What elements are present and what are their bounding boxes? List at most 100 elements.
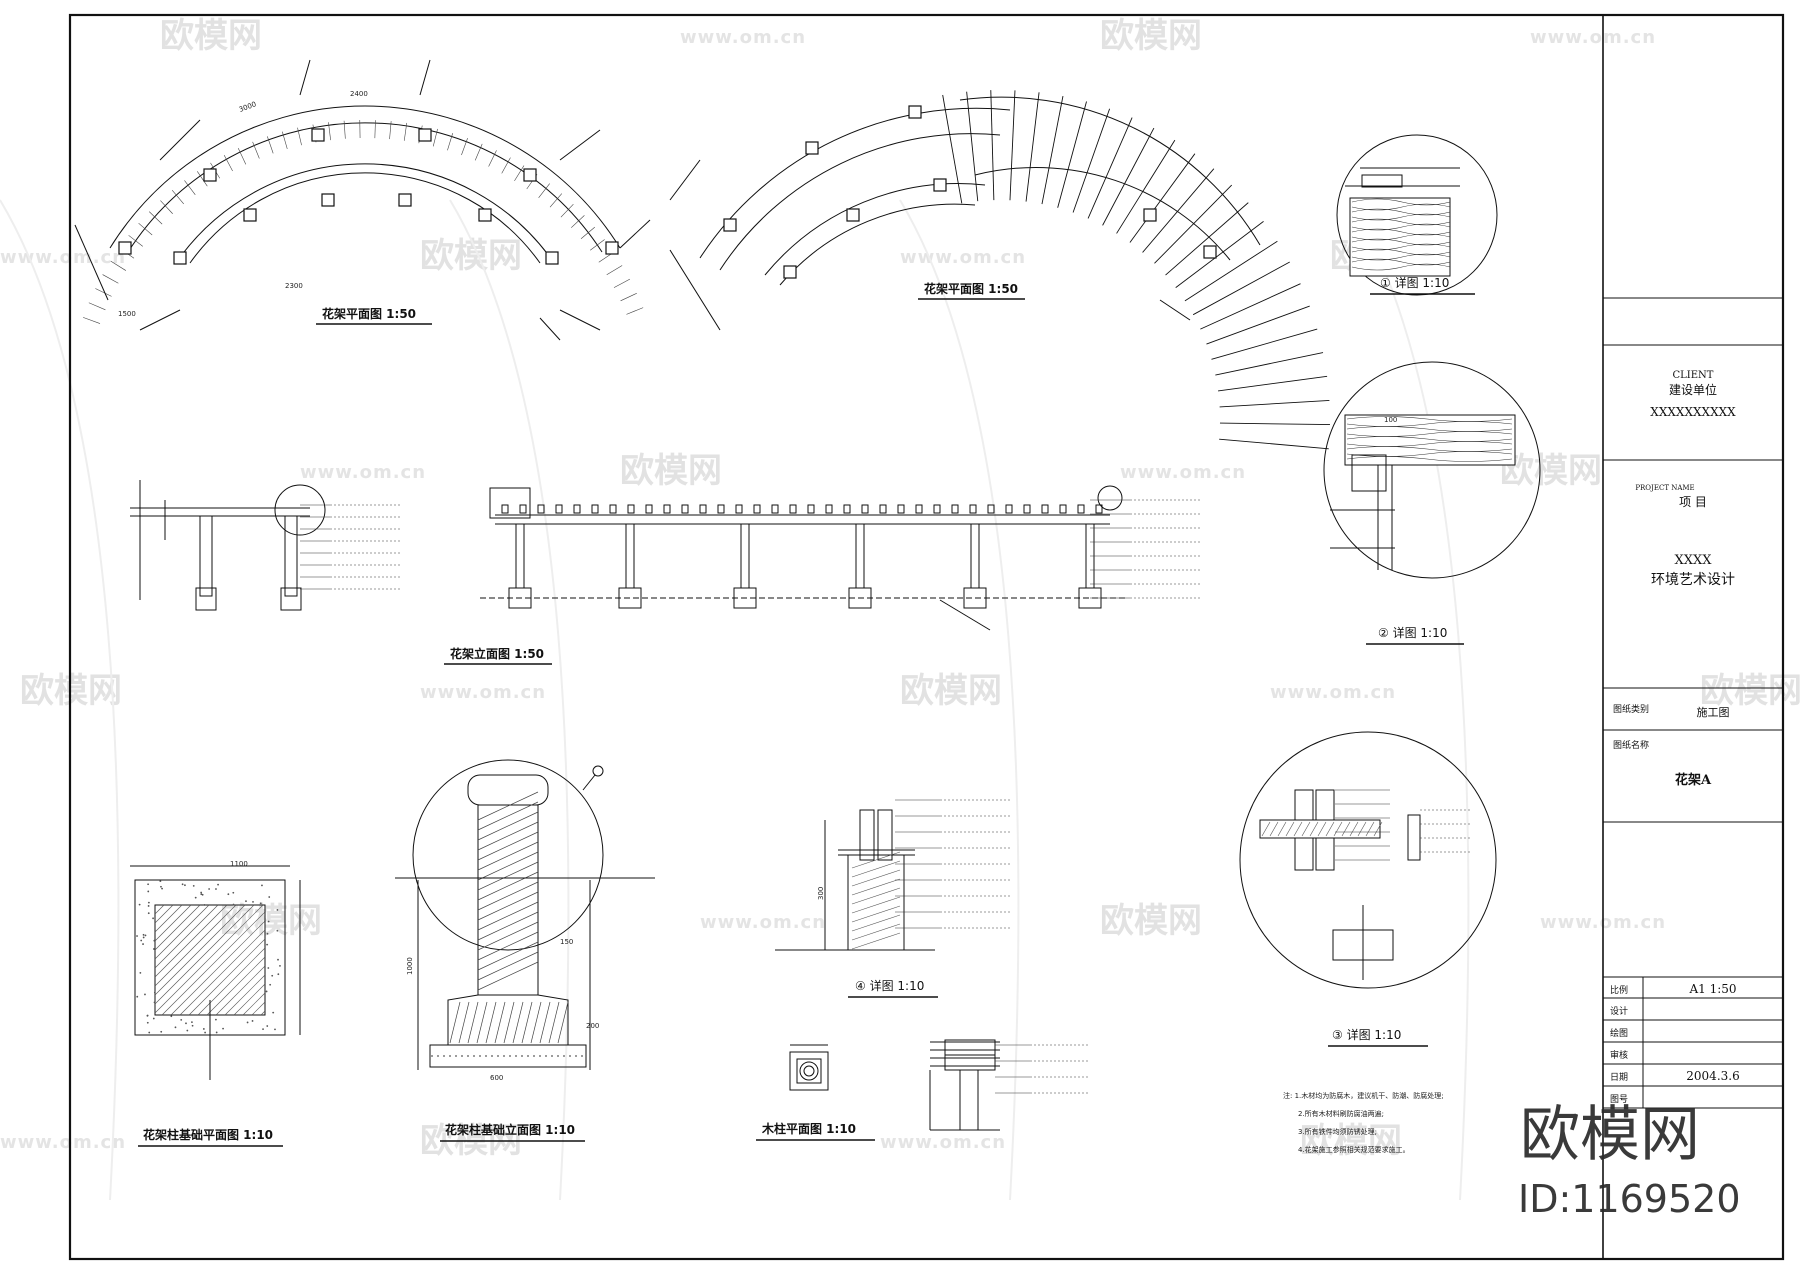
dim-label: 1500 — [118, 310, 136, 318]
beam-tick — [573, 504, 581, 514]
hatch-line — [560, 203, 574, 218]
grain-line — [1346, 436, 1513, 442]
brand-watermark-tile: 欧模网 — [1100, 16, 1202, 56]
hatch-line — [503, 1001, 515, 1044]
brand-watermark-tile: 欧模网 — [1700, 671, 1800, 711]
aggregate-dot — [261, 884, 263, 887]
hatch-line — [154, 904, 237, 987]
hatch-line — [449, 1001, 461, 1044]
aggregate-dot — [201, 893, 204, 896]
beam-tick — [933, 504, 941, 514]
elevation-side — [130, 480, 400, 611]
hatch-line — [206, 956, 266, 1016]
slat-line — [1154, 184, 1233, 264]
dim-label: 2400 — [350, 90, 368, 98]
hatch-line — [1365, 821, 1375, 837]
watermark-arc — [899, 199, 1020, 1201]
dim-label: 200 — [586, 1022, 599, 1030]
url-watermark-tile: www.om.cn — [300, 462, 426, 483]
dimension-labels: 3000 2400 2300 1500 150 200 600 1000 110… — [118, 90, 1397, 1082]
drawing-name: 花架A — [1675, 772, 1712, 788]
aggregate-dot — [203, 904, 206, 906]
hatch-line — [1285, 821, 1295, 837]
brand-watermark-tile: 欧模网 — [1100, 901, 1202, 941]
url-watermark-tile: www.om.cn — [700, 912, 826, 933]
aggregate-dot — [269, 983, 272, 986]
hatch-line — [154, 904, 210, 960]
aggregate-dot — [152, 917, 154, 920]
scale-value: A1 1:50 — [1688, 982, 1736, 996]
hatch-line — [171, 189, 184, 205]
slat-line — [1219, 399, 1330, 408]
hatch-line — [403, 122, 408, 141]
dim-label: 100 — [1384, 416, 1397, 424]
hatch-line — [154, 904, 174, 924]
hatch-line — [477, 911, 539, 941]
aggregate-dot — [266, 1025, 269, 1027]
hatch-line — [154, 904, 183, 933]
hatch-line — [1301, 821, 1311, 837]
slat-line — [1184, 240, 1278, 302]
aggregate-dot — [153, 939, 156, 942]
hatch-line — [188, 938, 266, 1016]
grain-line — [1346, 456, 1513, 462]
beam-tick — [915, 504, 923, 514]
aggregate-dot — [479, 1055, 481, 1057]
hatch-line — [170, 920, 266, 1016]
beam-tick — [537, 504, 545, 514]
hatch-line — [538, 183, 550, 198]
post-marker — [173, 251, 187, 265]
aggregate-dot — [272, 1011, 275, 1014]
aggregate-dot — [136, 995, 139, 998]
hatch-line — [297, 127, 302, 146]
slat-line — [1102, 127, 1155, 226]
beam-tick — [645, 504, 653, 514]
hatch-line — [1277, 821, 1287, 837]
hatch-line — [1341, 821, 1351, 837]
hatch-line — [549, 193, 563, 208]
hatch-line — [82, 317, 101, 324]
brand-watermark: 欧模网 — [1520, 1100, 1700, 1170]
slat-line — [1215, 352, 1324, 376]
post-plan-title: 木柱平面图 1:10 — [761, 1121, 856, 1136]
post-marker — [1203, 245, 1217, 259]
beam-tick — [681, 504, 689, 514]
aggregate-dot — [569, 1055, 571, 1057]
hatch-line — [477, 941, 539, 971]
hatch-line — [477, 801, 539, 831]
hatch-line — [514, 165, 525, 182]
aggregate-dot — [265, 990, 268, 993]
post-marker — [418, 128, 432, 142]
note-line-2: 2.所有木材料刷防腐油两遍; — [1298, 1109, 1384, 1118]
aggregate-dot — [186, 1029, 189, 1032]
url-watermark-tile: www.om.cn — [0, 247, 126, 268]
aggregate-dot — [204, 1031, 207, 1034]
aggregate-dot — [491, 1055, 493, 1057]
aggregate-dot — [267, 967, 270, 969]
hatch-line — [102, 274, 119, 284]
dim-label: 300 — [817, 887, 825, 900]
url-watermark-tile: www.om.cn — [1120, 462, 1246, 483]
hatch-line — [851, 923, 901, 941]
post-marker — [723, 218, 737, 232]
hatch-line — [477, 811, 539, 841]
aggregate-dot — [146, 1014, 149, 1017]
hatch-line — [242, 992, 266, 1016]
grain-line — [1346, 446, 1513, 452]
url-watermark-tile: www.om.cn — [0, 1132, 126, 1153]
hatch-line — [477, 901, 539, 931]
project-name-line-1: XXXX — [1674, 553, 1712, 568]
post-marker — [523, 168, 537, 182]
design-label: 设计 — [1610, 1005, 1628, 1017]
hatch-line — [154, 904, 165, 915]
hatch-line — [580, 226, 596, 239]
client-label: 建设单位 — [1669, 382, 1717, 397]
category-label: 图纸类别 — [1613, 703, 1649, 715]
dim-label: 600 — [490, 1074, 503, 1082]
beam-tick — [807, 504, 815, 514]
aggregate-dot — [227, 893, 230, 896]
aggregate-dot — [533, 1055, 535, 1057]
aggregate-dot — [194, 896, 197, 899]
beam-tick — [1095, 504, 1103, 514]
url-watermark-tile: www.om.cn — [1530, 27, 1656, 48]
